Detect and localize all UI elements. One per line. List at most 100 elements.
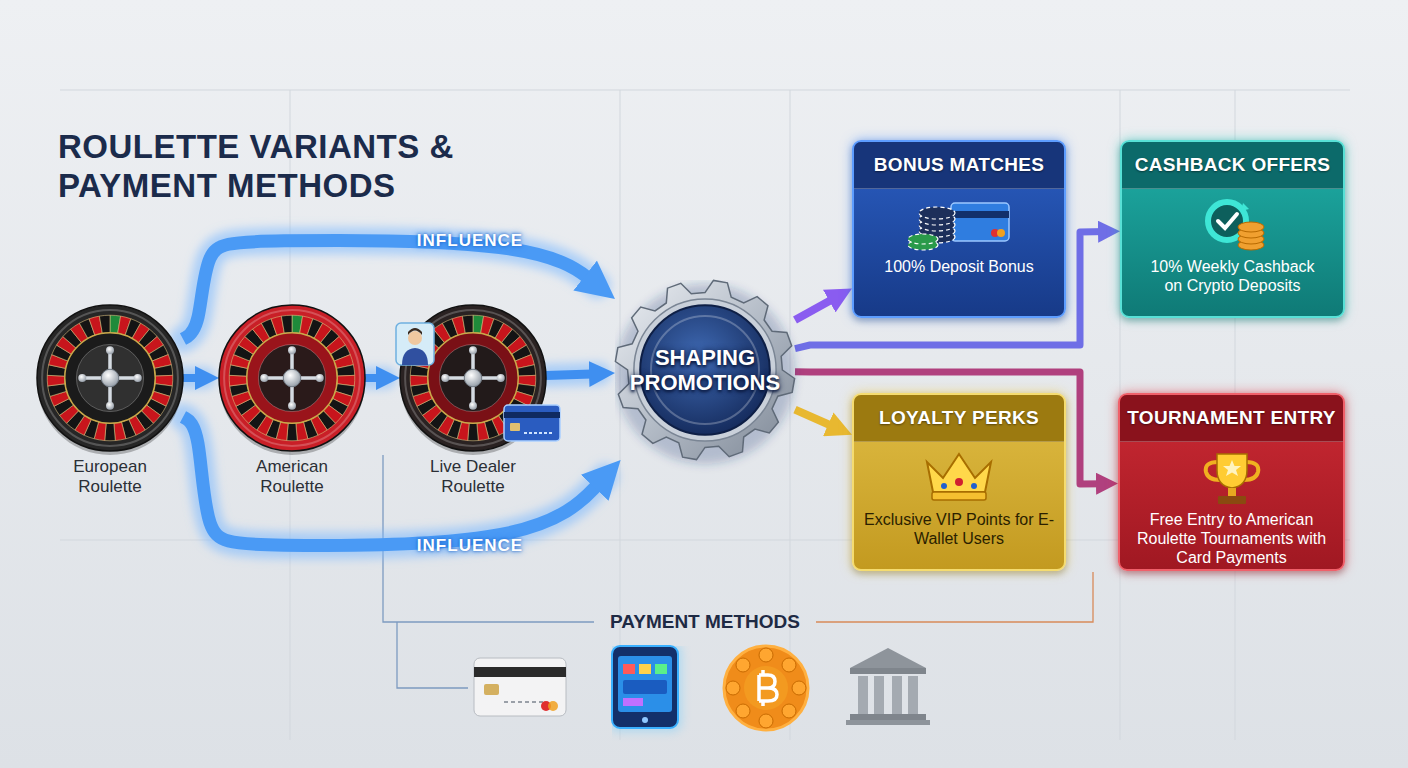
mobile-wallet-icon-part [612,646,678,728]
connector-glow [546,374,599,376]
credit-card-icon-part [474,658,566,716]
wheel-graphic-part [439,344,506,411]
credit-card-icon-part [548,701,558,711]
crown-icon [927,454,991,500]
chip-card-icon-part [908,234,938,244]
wheel-graphic-part [224,310,360,446]
title-layer: ROULETTE VARIANTS & PAYMENT METHODS [58,128,518,206]
roulette-wheel-node: Live Dealer Roulette [400,305,546,451]
wheel-graphic-part [469,402,477,410]
mobile-wallet-icon-part [608,642,682,732]
edge-label: INFLUENCE [417,536,523,556]
card-title: TOURNAMENT ENTRY [1127,407,1336,429]
wheel-label: Live Dealer Roulette [418,457,528,498]
bank-icon-part [908,676,918,714]
card-body: Free Entry to American Roulette Tourname… [1120,442,1343,568]
cashback-icon-part [1238,222,1264,232]
bitcoin-icon-part [759,714,773,728]
wheel-pocket [410,375,428,386]
wheel-pocket [229,375,247,386]
roulette-wheel [37,305,183,451]
wheel-pocket [281,315,292,333]
bitcoin-icon [724,646,808,730]
mobile-wallet-icon-part [623,664,635,674]
dealer-avatar [396,323,434,365]
wheel-label: European Roulette [55,457,165,498]
bitcoin-icon-part [736,658,750,672]
trophy-icon-part [1228,488,1236,496]
card-header: TOURNAMENT ENTRY [1120,395,1343,442]
mobile-wallet-icon-part [618,656,672,712]
card-icon [1173,193,1293,253]
wheel-graphic-part [260,374,268,382]
flow-arrow [795,296,838,320]
wheel-graphic-part [288,346,296,354]
dealer-avatar-part [402,348,428,365]
card-body: Exclusive VIP Points for E-Wallet Users [854,442,1064,548]
card-icon [1172,446,1292,506]
wheel-caption-box: Live Dealer Roulette [418,457,528,498]
card-icon-part [504,412,560,418]
card-header: BONUS MATCHES [854,142,1064,189]
wheel-graphic-part [76,344,143,411]
section-label: PAYMENT METHODS [610,611,800,633]
wheel-pocket [105,423,116,441]
chip-card-icon-part [951,203,1009,241]
crown-icon-part [955,478,963,486]
leader-lines-part [383,455,594,622]
card-body: 100% Deposit Bonus [854,189,1064,276]
bitcoin-icon-part [759,670,777,706]
wheel-pocket [114,422,126,441]
bank-icon-part [892,676,902,714]
dealer-avatar-part [408,328,422,335]
wheel-graphic-part [441,374,449,382]
wheel-pocket [462,315,473,333]
promotion-card: CASHBACK OFFERS10% Weekly Cashback on Cr… [1120,140,1345,318]
wheel-graphic-part [65,333,156,424]
wheel-graphic-part [42,310,178,446]
cashback-icon-part [1241,203,1249,211]
grid-lines-part [790,90,791,740]
card-description: 10% Weekly Cashback on Crypto Deposits [1144,257,1321,295]
wheel-graphic-part [78,374,86,382]
bank-icon-part [846,720,930,725]
gear-teeth [615,280,794,459]
hub-label: SHAPING PROMOTIONS [615,345,795,396]
wheel-pocket [47,375,65,386]
bank-icon-part [850,648,926,668]
wheel-pocket [468,423,479,441]
cashback-icon-part [1218,214,1237,228]
chip-card-icon-part [997,229,1005,237]
card-header: LOYALTY PERKS [854,395,1064,442]
trophy-icon-part [1218,496,1246,504]
credit-card-icon-part [484,684,499,695]
flow-arrow [183,374,205,382]
connector-glow [183,367,205,389]
wheel-pocket [287,423,298,441]
connector-glows [183,240,605,545]
dealer-avatar-part [396,323,434,365]
wheel-graphic-part [258,344,325,411]
credit-card-icon-part [474,667,566,677]
wheel-graphic-part [283,369,301,387]
wheel-graphic-part [134,374,142,382]
bitcoin-icon-part [724,646,808,730]
trophy-icon-part [1217,454,1247,488]
leader-lines-part [816,572,1093,622]
card-description: 100% Deposit Bonus [884,257,1033,276]
wheel-graphic-part [464,369,482,387]
wheel-graphic-part [106,402,114,410]
wheel-graphic-part [101,369,119,387]
bitcoin-icon-part [736,704,750,718]
bitcoin-icon-part [759,648,773,662]
wheel-label: American Roulette [237,457,347,498]
wheel-graphic [37,305,183,455]
roulette-wheel-node: American Roulette [219,305,365,451]
promotion-card: LOYALTY PERKS Exclusive VIP Points for E-… [852,393,1066,571]
mobile-wallet-icon-part [623,698,643,706]
trophy-icon [1205,454,1258,504]
flow-arrow [795,410,838,429]
crown-icon-part [941,483,947,489]
card-title: LOYALTY PERKS [879,407,1039,429]
